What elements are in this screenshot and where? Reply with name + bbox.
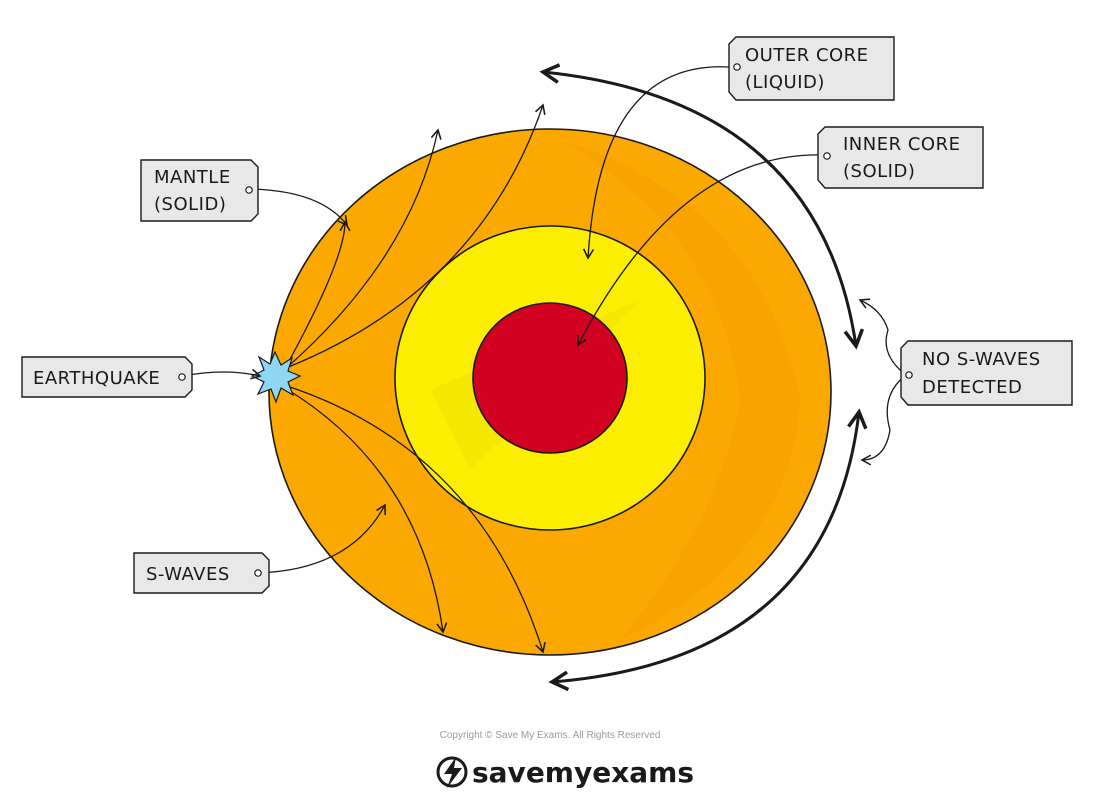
label-mantle: MANTLE (SOLID) <box>140 159 259 222</box>
leader-s-waves <box>257 503 386 574</box>
brand-name: savemyexams <box>472 756 694 789</box>
earthquake-label: EARTHQUAKE <box>33 368 160 389</box>
mantle-label-line2: (SOLID) <box>154 194 226 215</box>
leader-outer-core <box>582 66 730 260</box>
s-wave-path-upper-3 <box>285 103 546 369</box>
inner-core-label-line2: (SOLID) <box>843 161 915 182</box>
shadow-zone-arrows <box>543 72 859 682</box>
leader-earthquake <box>182 368 262 380</box>
leader-no-s-waves-upper <box>858 298 907 376</box>
no-s-waves-label-line2: DETECTED <box>922 377 1022 398</box>
leader-inner-core <box>576 154 826 347</box>
leader-no-s-waves-lower <box>860 374 907 466</box>
label-inner-core: INNER CORE (SOLID) <box>817 126 984 189</box>
copyright-notice: Copyright © Save My Exams. All Rights Re… <box>440 730 661 741</box>
inner-core-label-line1: INNER CORE <box>843 134 960 155</box>
shadow-zone-arrow-lower <box>552 412 859 682</box>
label-earthquake: EARTHQUAKE <box>21 356 193 398</box>
leader-mantle <box>247 188 348 227</box>
s-wave-path-lower-2 <box>286 385 546 654</box>
s-wave-path-upper-2 <box>283 128 442 371</box>
outer-core-label-line2: (LIQUID) <box>745 72 825 93</box>
inner-core-layer <box>472 302 628 454</box>
s-wave-path-upper-1 <box>282 220 351 373</box>
label-leaders <box>182 66 907 574</box>
s-waves-label: S-WAVES <box>146 564 230 585</box>
s-wave-path-lower-1 <box>284 387 448 634</box>
label-outer-core: OUTER CORE (LIQUID) <box>728 36 895 101</box>
label-no-s-waves: NO S-WAVES DETECTED <box>900 340 1073 406</box>
mantle-label-line1: MANTLE <box>154 167 231 188</box>
s-wave-paths <box>282 103 546 654</box>
brand-logo: savemyexams <box>436 756 694 789</box>
lightning-bolt-icon <box>436 756 468 788</box>
earthquake-star-icon <box>250 350 302 404</box>
outer-core-label-line1: OUTER CORE <box>745 45 869 66</box>
no-s-waves-label-line1: NO S-WAVES <box>922 349 1041 370</box>
label-s-waves: S-WAVES <box>133 552 270 594</box>
shadow-zone-arrow-upper <box>543 72 856 346</box>
